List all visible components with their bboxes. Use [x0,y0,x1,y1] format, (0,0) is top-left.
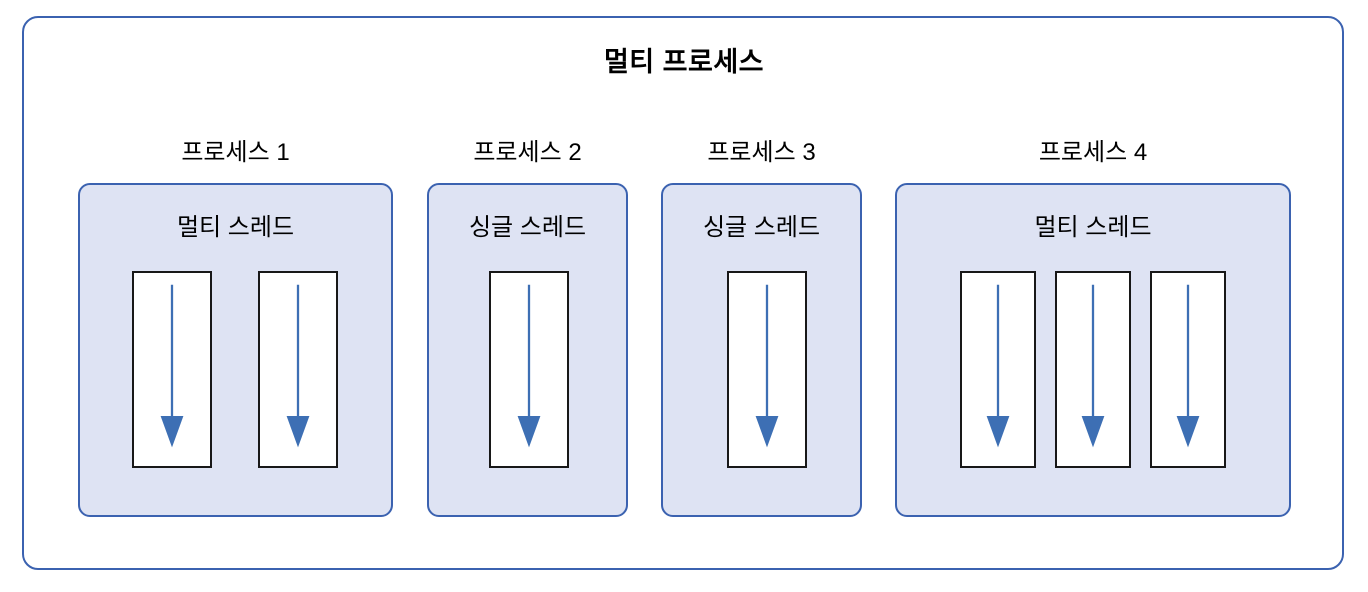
thread-kind-label-3: 싱글 스레드 [702,214,821,241]
process-label-1: 프로세스 1 [78,132,393,167]
thread-execution-flow-arrow [517,284,541,448]
thread-box [132,271,212,468]
process-label-2: 프로세스 2 [427,132,628,167]
process-label-2-text: 프로세스 2 [473,139,582,166]
process-box-1: 멀티 스레드 [78,183,393,517]
process-label-4-text: 프로세스 4 [1038,139,1148,166]
thread-execution-flow-arrow [160,284,184,448]
process-label-1-text: 프로세스 1 [181,139,290,166]
thread-kind-label-4: 멀티 스레드 [1034,214,1152,241]
thread-box [258,271,338,468]
thread-execution-flow-arrow [286,284,310,448]
thread-box [489,271,569,468]
process-label-3: 프로세스 3 [661,132,862,167]
thread-kind-label-2: 싱글 스레드 [468,214,587,241]
thread-execution-flow-arrow [755,284,779,448]
process-label-3-text: 프로세스 3 [707,139,816,166]
thread-execution-flow-arrow [1081,284,1105,448]
diagram-title: 멀티 프로세스 [603,47,765,77]
thread-execution-flow-arrow [1176,284,1200,448]
thread-box [727,271,807,468]
thread-kind-label-1: 멀티 스레드 [176,214,295,241]
process-label-4: 프로세스 4 [895,132,1291,167]
thread-box [1055,271,1131,468]
thread-box [960,271,1036,468]
thread-execution-flow-arrow [986,284,1010,448]
thread-box [1150,271,1226,468]
